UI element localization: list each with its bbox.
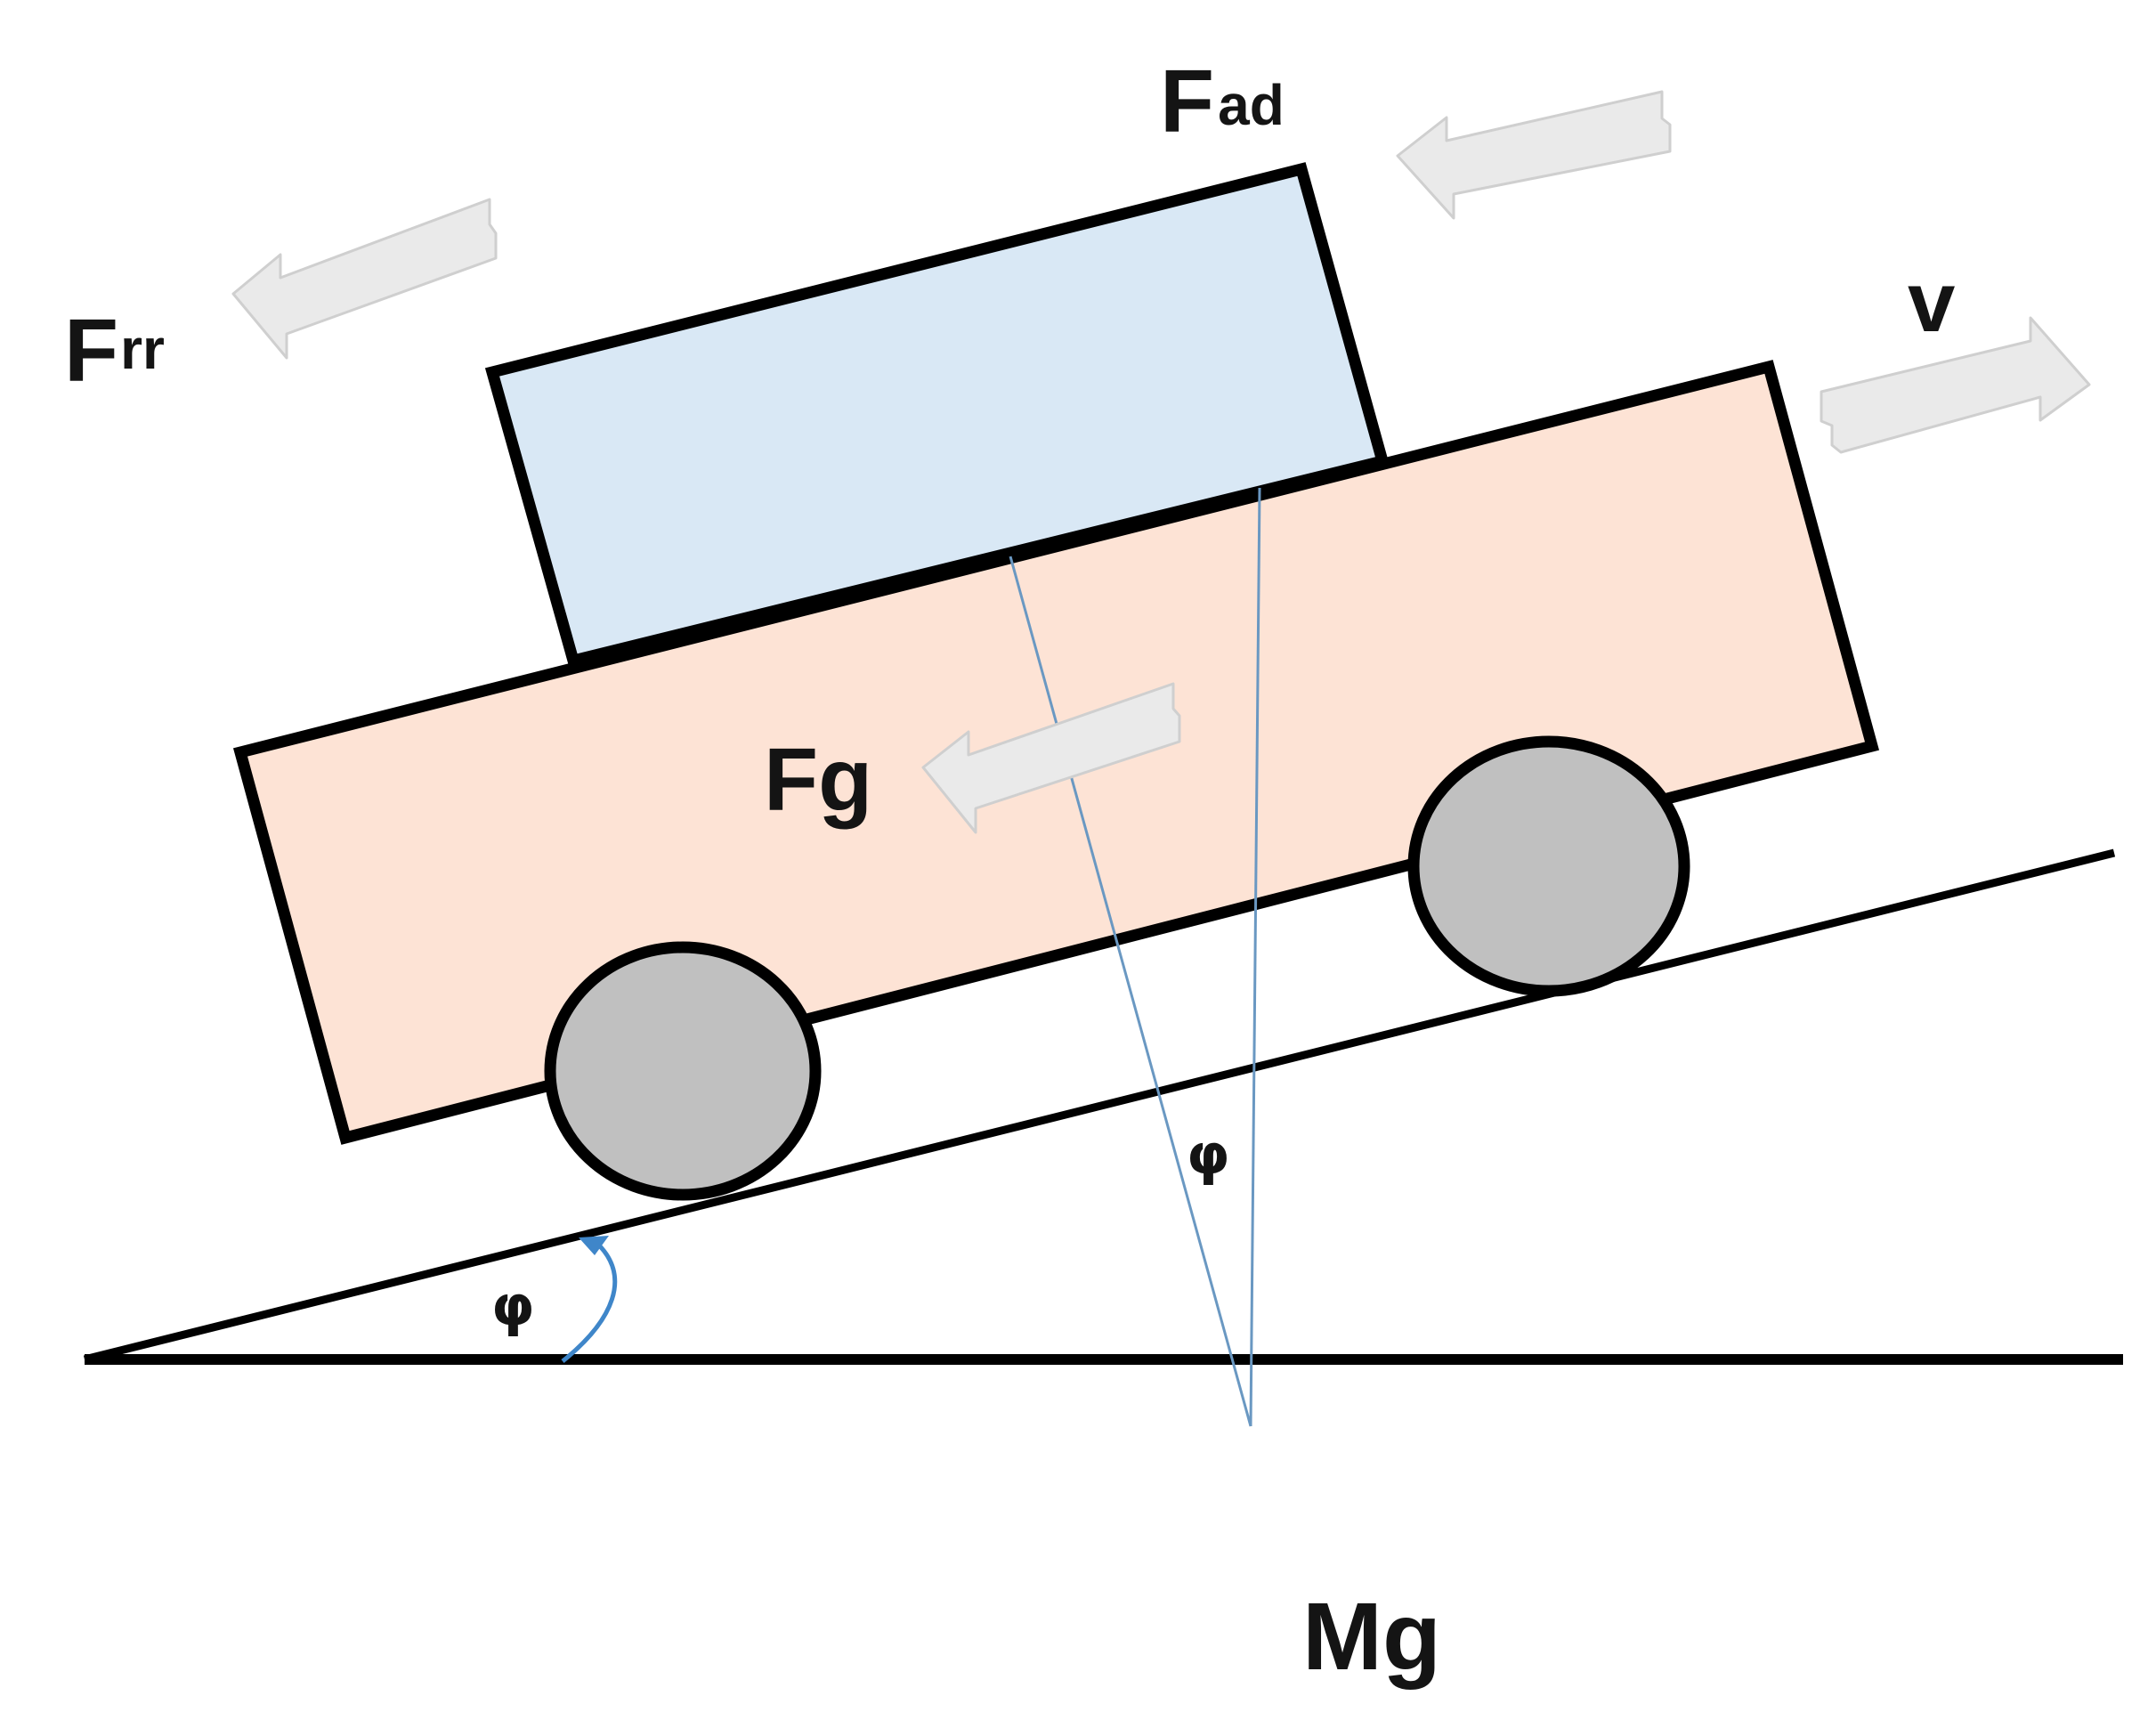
block-arrow-icon xyxy=(231,90,2091,834)
mg-label: Mg xyxy=(1302,1582,1441,1690)
f-g-label: Fg xyxy=(764,730,872,830)
f-g-arrow xyxy=(921,682,1181,834)
f-rr-main: F xyxy=(64,301,118,401)
f-ad-main: F xyxy=(1160,52,1214,151)
arc-arrowhead-icon xyxy=(579,1236,609,1255)
front-wheel xyxy=(1407,735,1690,997)
f-ad-arrow xyxy=(1396,90,1672,220)
car-cabin xyxy=(484,162,1390,668)
perpendicular-guide-line xyxy=(1009,556,1252,1427)
f-rr-arrow xyxy=(231,198,498,360)
incline-angle-arc xyxy=(561,1239,618,1363)
f-ad-subscript: ad xyxy=(1218,73,1285,137)
f-rr-subscript: rr xyxy=(120,317,165,381)
phi-incline-label: φ xyxy=(491,1273,535,1338)
phi-body-label: φ xyxy=(1187,1122,1230,1187)
v-label: v xyxy=(1908,255,1955,350)
f-rr-label: Frr xyxy=(64,301,165,401)
vertical-guide-line xyxy=(1249,487,1261,1427)
rear-wheel xyxy=(544,941,822,1201)
v-arrow xyxy=(1820,316,2091,454)
f-ad-label: Fad xyxy=(1160,52,1285,151)
incline-line xyxy=(83,848,2116,1364)
